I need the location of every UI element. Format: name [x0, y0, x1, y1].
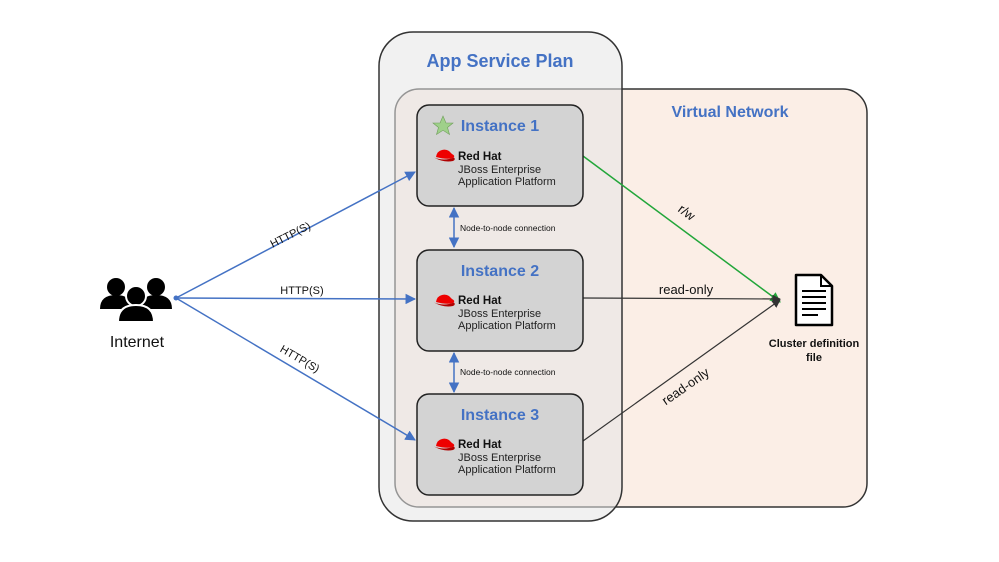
rw-arrow — [582, 155, 781, 303]
node-connection-label-2: Node-to-node connection — [460, 367, 556, 377]
http-arrow-1 — [175, 171, 416, 299]
instance-2-product-line2: Application Platform — [458, 320, 556, 332]
http-label-1: HTTP(S) — [269, 220, 313, 250]
redhat-hat-icon — [434, 149, 455, 162]
app-service-plan-title: App Service Plan — [426, 51, 573, 71]
instance-3-product-line1: JBoss Enterprise — [458, 452, 541, 464]
instance-1-title: Instance 1 — [461, 118, 539, 135]
read-only-label-2: read-only — [659, 282, 714, 297]
http-origin-dot — [173, 295, 179, 301]
instance-3-box[interactable]: Instance 3 Red Hat JBoss Enterprise Appl… — [416, 393, 584, 496]
instance-2-title: Instance 2 — [461, 263, 539, 280]
http-label-2: HTTP(S) — [280, 285, 323, 297]
cluster-file-label-line1: Cluster definition — [769, 338, 860, 350]
instance-3-product-line2: Application Platform — [458, 464, 556, 476]
read-only-arrow-3 — [582, 299, 781, 442]
instance-3-title: Instance 3 — [461, 407, 539, 424]
document-icon[interactable] — [794, 273, 834, 327]
instance-2-product-line1: JBoss Enterprise — [458, 308, 541, 320]
http-arrow-3 — [175, 297, 416, 441]
redhat-hat-icon — [434, 294, 455, 307]
instance-1-brand: Red Hat — [458, 151, 502, 163]
http-arrow-2 — [175, 293, 417, 305]
redhat-hat-icon — [434, 438, 455, 451]
instance-1-product-line2: Application Platform — [458, 176, 556, 188]
virtual-network-title: Virtual Network — [671, 104, 788, 121]
users-icon — [100, 278, 172, 323]
instance-2-box[interactable]: Instance 2 Red Hat JBoss Enterprise Appl… — [416, 249, 584, 352]
instance-1-box[interactable]: Instance 1 Red Hat JBoss Enterprise Appl… — [416, 104, 584, 207]
star-icon — [432, 115, 454, 136]
instance-1-product-line1: JBoss Enterprise — [458, 164, 541, 176]
internet-label: Internet — [110, 334, 165, 351]
read-only-arrow-2 — [582, 294, 781, 304]
node-connection-label-1: Node-to-node connection — [460, 223, 556, 233]
instance-2-brand: Red Hat — [458, 295, 502, 307]
instance-3-brand: Red Hat — [458, 439, 502, 451]
cluster-file-label-line2: file — [806, 352, 822, 364]
